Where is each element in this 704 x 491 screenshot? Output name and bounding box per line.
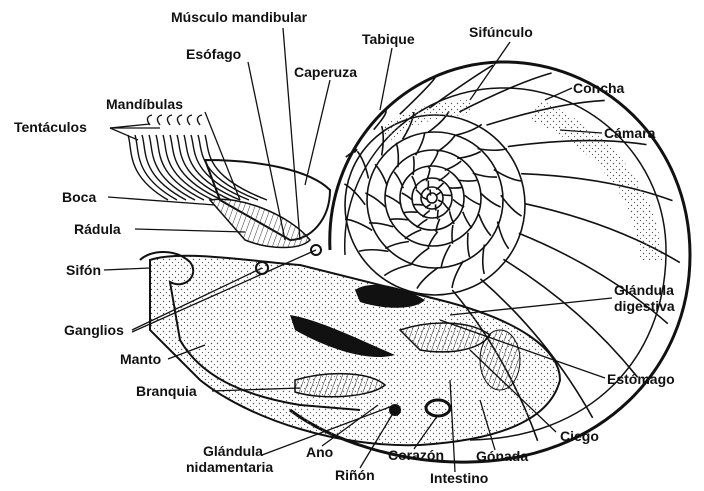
- septum: [423, 211, 430, 218]
- label-ganglios: Ganglios: [64, 322, 124, 338]
- septum: [417, 219, 428, 227]
- label-glandula-nidamentaria-2: nidamentaria: [186, 459, 273, 475]
- label-manto: Manto: [120, 351, 161, 367]
- septum: [385, 241, 409, 248]
- label-gonada: Gónada: [476, 448, 528, 464]
- septum: [457, 152, 481, 159]
- septum: [412, 176, 417, 189]
- tentacle-tip: [167, 115, 172, 125]
- septum: [411, 248, 429, 265]
- septum: [443, 195, 453, 196]
- septum: [375, 164, 387, 185]
- leader-tabique: [380, 48, 392, 110]
- label-caperuza: Caperuza: [294, 64, 357, 80]
- label-corazon: Corazón: [388, 447, 444, 463]
- septum: [479, 214, 491, 235]
- septum: [483, 245, 485, 274]
- label-rinon: Riñón: [335, 467, 375, 483]
- leader-caperuza: [305, 80, 330, 185]
- septum: [480, 193, 500, 207]
- septum: [396, 143, 398, 168]
- septum: [394, 172, 403, 188]
- leader-glandula-digestiva: [450, 298, 612, 315]
- label-esofago: Esófago: [186, 46, 241, 62]
- septum: [384, 265, 411, 276]
- septum: [452, 225, 453, 244]
- septum: [465, 195, 481, 205]
- label-glandula-nidamentaria-1: Glándula: [203, 443, 263, 459]
- label-tabique: Tabique: [362, 31, 415, 47]
- label-sifunculo: Sifúnculo: [469, 24, 533, 40]
- leader-sifon: [104, 268, 150, 270]
- label-mandibulas: Mandíbulas: [106, 96, 183, 112]
- septum: [498, 222, 509, 249]
- label-glandula-digestiva-1: Glándula: [614, 282, 674, 298]
- septum: [458, 180, 477, 181]
- label-tentaculos: Tentáculos: [14, 119, 87, 135]
- tentacle-tip: [197, 115, 202, 125]
- label-branquia: Branquia: [136, 383, 197, 399]
- label-estomago: Estómago: [607, 371, 675, 387]
- leader-radula: [135, 229, 245, 232]
- label-ano: Ano: [306, 444, 333, 460]
- septum: [437, 136, 455, 153]
- septum: [425, 204, 430, 208]
- septum: [449, 187, 463, 188]
- label-intestino: Intestino: [430, 470, 488, 486]
- septum: [428, 181, 429, 191]
- septum: [453, 199, 464, 207]
- label-glandula-digestiva-2: digestiva: [614, 298, 675, 314]
- septum: [404, 212, 418, 213]
- septum: [439, 172, 450, 180]
- label-concha: Concha: [573, 80, 624, 96]
- label-musculo-mandibular: Músculo mandibular: [171, 9, 307, 25]
- septum: [436, 192, 441, 196]
- septum: [359, 250, 388, 252]
- outer-septum: [521, 174, 672, 201]
- septum: [414, 205, 424, 206]
- septum: [413, 156, 414, 175]
- septum: [389, 219, 408, 220]
- septum: [441, 245, 450, 268]
- label-boca: Boca: [62, 189, 96, 205]
- septum: [365, 193, 385, 207]
- tentacle-tip: [187, 115, 192, 125]
- septum: [438, 210, 439, 220]
- septum: [405, 230, 421, 239]
- septum: [501, 195, 522, 216]
- septum: [463, 212, 472, 228]
- tentacle-tip: [177, 115, 182, 125]
- label-ciego: Ciego: [560, 428, 599, 444]
- label-sifon: Sifón: [66, 262, 101, 278]
- label-radula: Rádula: [74, 221, 121, 237]
- tentacle-tip: [157, 115, 162, 125]
- septum: [345, 219, 372, 230]
- septum: [468, 233, 470, 258]
- septum: [478, 149, 507, 151]
- septum: [445, 161, 461, 170]
- septum: [436, 183, 443, 190]
- septum: [385, 195, 401, 205]
- label-camara: Cámara: [604, 125, 655, 141]
- septum: [426, 168, 430, 181]
- septum: [417, 268, 438, 289]
- leader-tentaculos-1: [110, 128, 138, 140]
